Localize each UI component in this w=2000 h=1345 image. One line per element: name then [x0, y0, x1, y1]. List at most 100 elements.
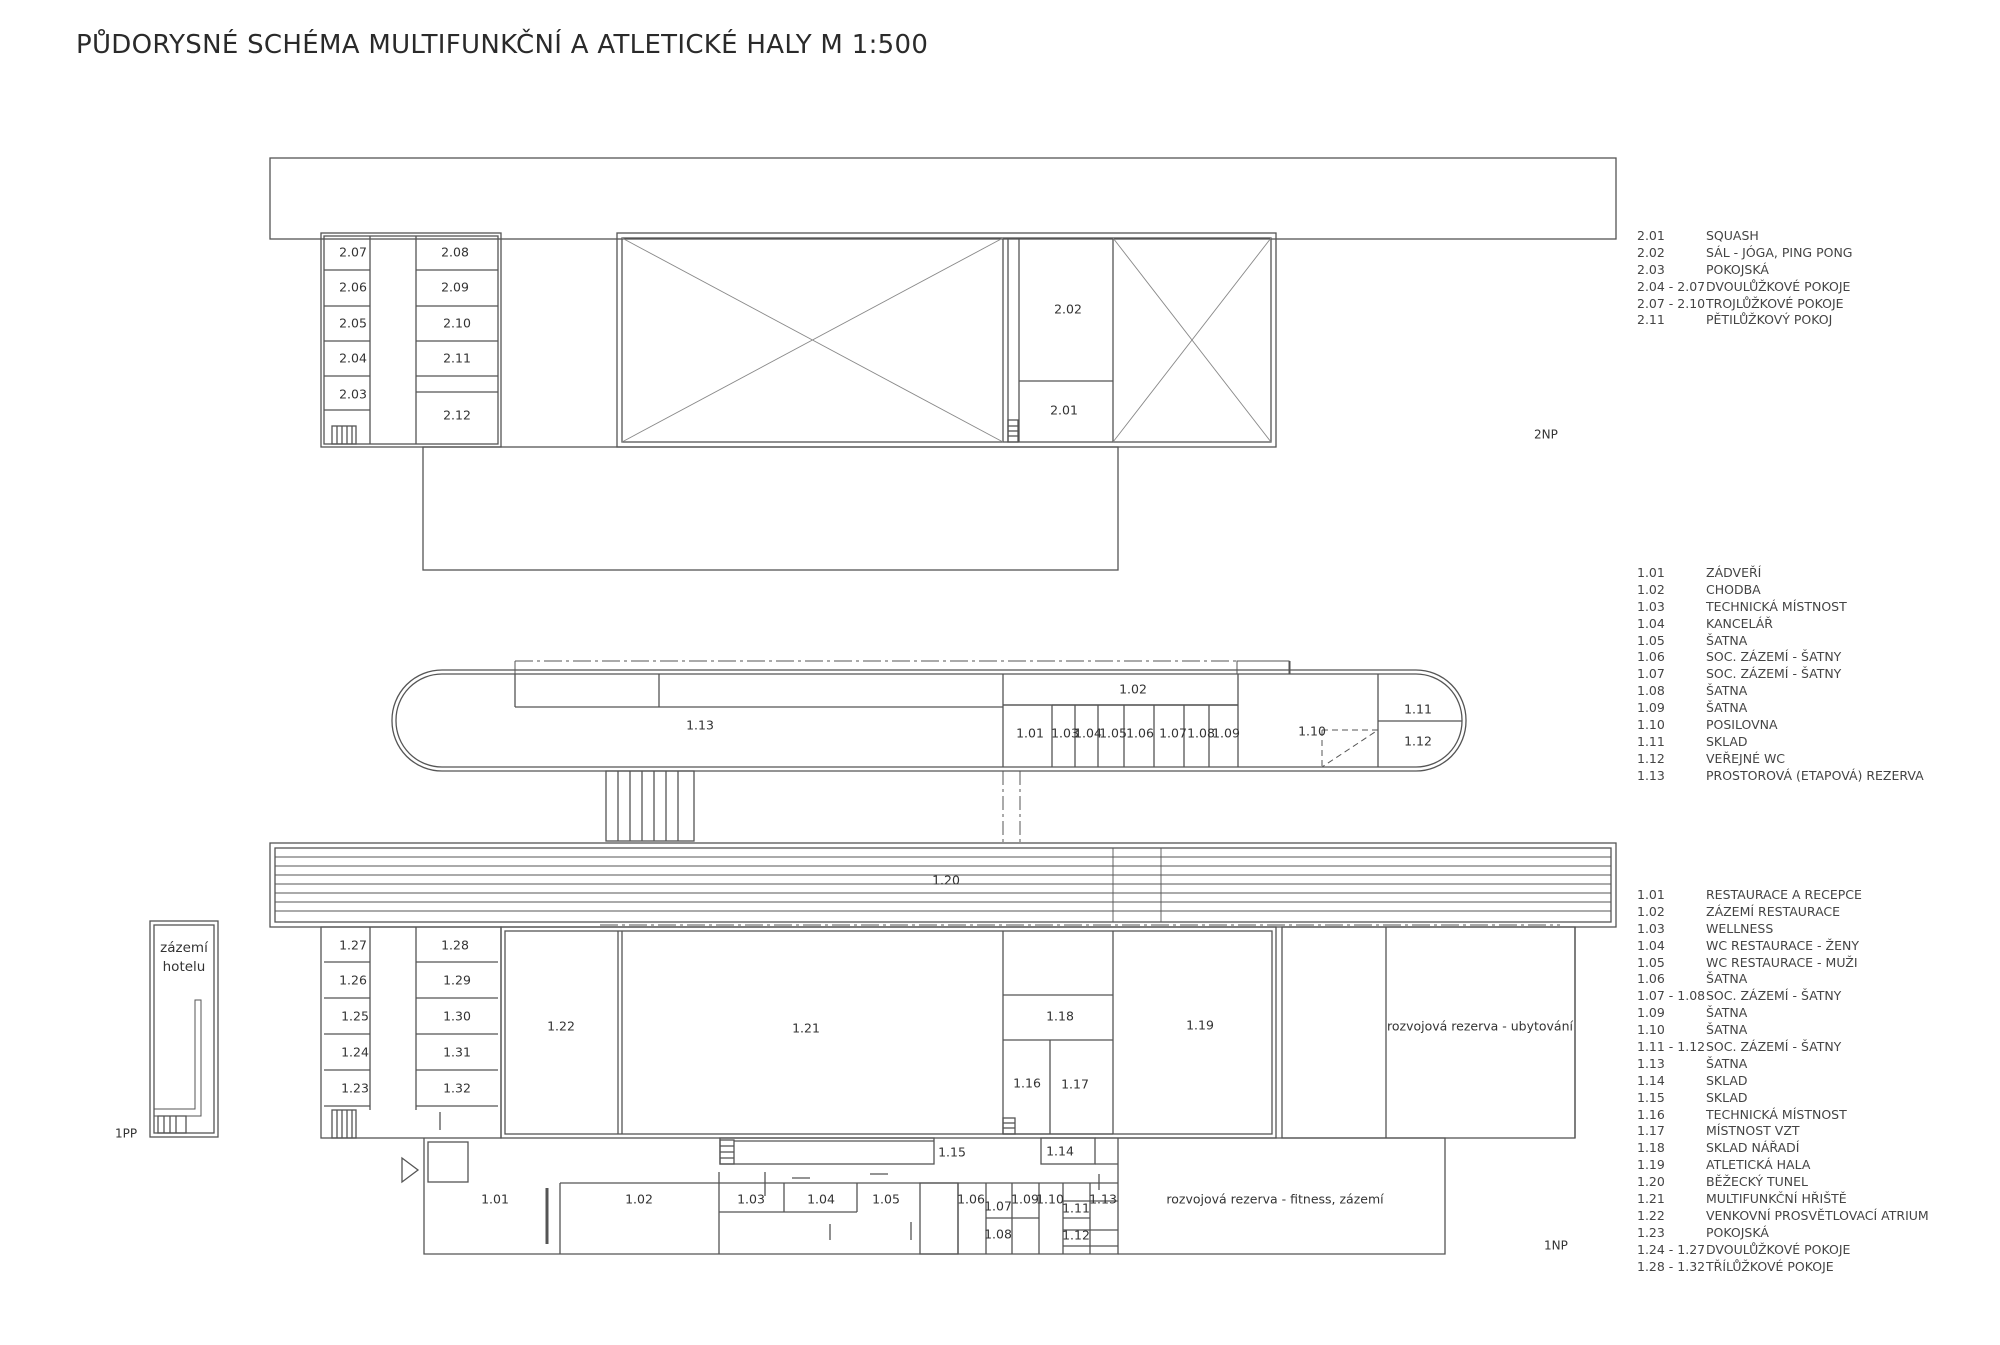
- legend-code: 1.10: [1637, 717, 1665, 733]
- legend-code: 1.19: [1637, 1157, 1665, 1173]
- legend-code: 1.20: [1637, 1174, 1665, 1190]
- legend-code: 1.07: [1637, 666, 1665, 682]
- connecting-stair: [605, 770, 1021, 845]
- room-label: 1.19: [1186, 1018, 1214, 1033]
- room-label: 2.09: [441, 280, 469, 295]
- legend-label: SÁL - JÓGA, PING PONG: [1706, 244, 1853, 260]
- room-label: 1.07: [1159, 726, 1187, 741]
- room-label: 2.06: [339, 280, 367, 295]
- legend-label: TŘÍLŮŽKOVÉ POKOJE: [1706, 1258, 1834, 1274]
- room-label: rozvojová rezerva - ubytování: [1387, 1019, 1574, 1034]
- room-label: 1.11: [1062, 1201, 1090, 1216]
- room-label: 1.16: [1013, 1076, 1041, 1091]
- legend-code: 1.14: [1637, 1072, 1665, 1088]
- legend-code: 1.01: [1637, 565, 1665, 580]
- room-label: 1.31: [443, 1045, 471, 1060]
- legend-row: 2.07 - 2.10TROJLŮŽKOVÉ POKOJE: [1637, 296, 1853, 313]
- legend-label: ZÁZEMÍ RESTAURACE: [1706, 903, 1841, 919]
- legend-row: 2.04 - 2.07DVOULŮŽKOVÉ POKOJE: [1637, 279, 1853, 296]
- floor-label-1np: 1NP: [1544, 1239, 1568, 1253]
- room-label: 1.22: [547, 1019, 575, 1034]
- legend-row: 2.11 PĚTILŮŽKOVÝ POKOJ: [1637, 312, 1853, 329]
- room-label: 1.14: [1046, 1144, 1074, 1159]
- room-label: 2.08: [441, 245, 469, 260]
- floor-label-2np: 2NP: [1534, 428, 1558, 442]
- legend-row: 1.11 - 1.12SOC. ZÁZEMÍ - ŠATNY: [1637, 1039, 1929, 1056]
- legend-code: 1.04: [1637, 937, 1665, 953]
- legend-row: 1.28 - 1.32TŘÍLŮŽKOVÉ POKOJE: [1637, 1259, 1929, 1276]
- legend-code: 2.11: [1637, 312, 1665, 328]
- legend-code: 1.02: [1637, 903, 1665, 919]
- legend-label: SOC. ZÁZEMÍ - ŠATNY: [1706, 666, 1842, 682]
- lower-roof-2np: [422, 446, 1119, 571]
- legend-label: BĚŽECKÝ TUNEL: [1706, 1174, 1809, 1190]
- legend-code: 1.21: [1637, 1191, 1665, 1207]
- legend-row: 1.03 TECHNICKÁ MÍSTNOST: [1637, 599, 1924, 616]
- legend-label: TROJLŮŽKOVÉ POKOJE: [1706, 295, 1844, 311]
- room-label: 1.06: [1126, 726, 1154, 741]
- legend-label: SQUASH: [1706, 228, 1759, 243]
- legend-code: 2.07 - 2.10: [1637, 295, 1706, 311]
- room-label: 2.03: [339, 387, 367, 402]
- legend-code: 1.11 - 1.12: [1637, 1039, 1706, 1055]
- legend-label: POSILOVNA: [1706, 717, 1778, 733]
- legend-code: 1.11: [1637, 733, 1665, 749]
- room-label: 1.29: [443, 973, 471, 988]
- legend-row: 2.01 SQUASH: [1637, 228, 1853, 245]
- room-label: 1.10: [1036, 1192, 1064, 1207]
- legend-label: ŠATNA: [1706, 1022, 1748, 1038]
- legend-label: KANCELÁŘ: [1706, 615, 1773, 631]
- room-label: 1.02: [625, 1192, 653, 1207]
- legend-label: SKLAD: [1706, 733, 1748, 749]
- room-label: 1.27: [339, 938, 367, 953]
- room-label: 1.10: [1298, 724, 1326, 739]
- legend-label: SOC. ZÁZEMÍ - ŠATNY: [1706, 649, 1842, 665]
- room-label: 2.04: [339, 351, 367, 366]
- legend-row: 1.07 SOC. ZÁZEMÍ - ŠATNY: [1637, 666, 1924, 683]
- room-label: 1.01: [481, 1192, 509, 1207]
- legend-label: WC RESTAURACE - ŽENY: [1706, 937, 1859, 953]
- room-label: 1.06: [957, 1192, 985, 1207]
- room-label: 2.12: [443, 408, 471, 423]
- legend-code: 1.06: [1637, 971, 1665, 987]
- legend-label: ŠATNA: [1706, 632, 1748, 648]
- legend-label: PĚTILŮŽKOVÝ POKOJ: [1706, 312, 1833, 328]
- room-label: 1.32: [443, 1081, 471, 1096]
- room-label: 2.10: [443, 316, 471, 331]
- legend-label: TECHNICKÁ MÍSTNOST: [1706, 598, 1847, 614]
- legend-code: 2.02: [1637, 244, 1665, 260]
- legend-label: SKLAD: [1706, 1089, 1748, 1105]
- room-label: zázemí: [160, 940, 209, 956]
- legend-label: PROSTOROVÁ (ETAPOVÁ) REZERVA: [1706, 767, 1924, 783]
- legend-code: 1.09: [1637, 1005, 1665, 1021]
- legend-row: 1.04 WC RESTAURACE - ŽENY: [1637, 938, 1929, 955]
- legend-label: POKOJSKÁ: [1706, 261, 1769, 277]
- room-label: 1.08: [1187, 726, 1215, 741]
- room-label: 1.09: [1212, 726, 1240, 741]
- legend-row: 1.02 ZÁZEMÍ RESTAURACE: [1637, 904, 1929, 921]
- legend-label: DVOULŮŽKOVÉ POKOJE: [1706, 1241, 1851, 1257]
- room-label: rozvojová rezerva - fitness, zázemí: [1166, 1192, 1384, 1207]
- legend-code: 1.03: [1637, 598, 1665, 614]
- legend-code: 1.17: [1637, 1123, 1665, 1139]
- legend-code: 2.01: [1637, 228, 1665, 243]
